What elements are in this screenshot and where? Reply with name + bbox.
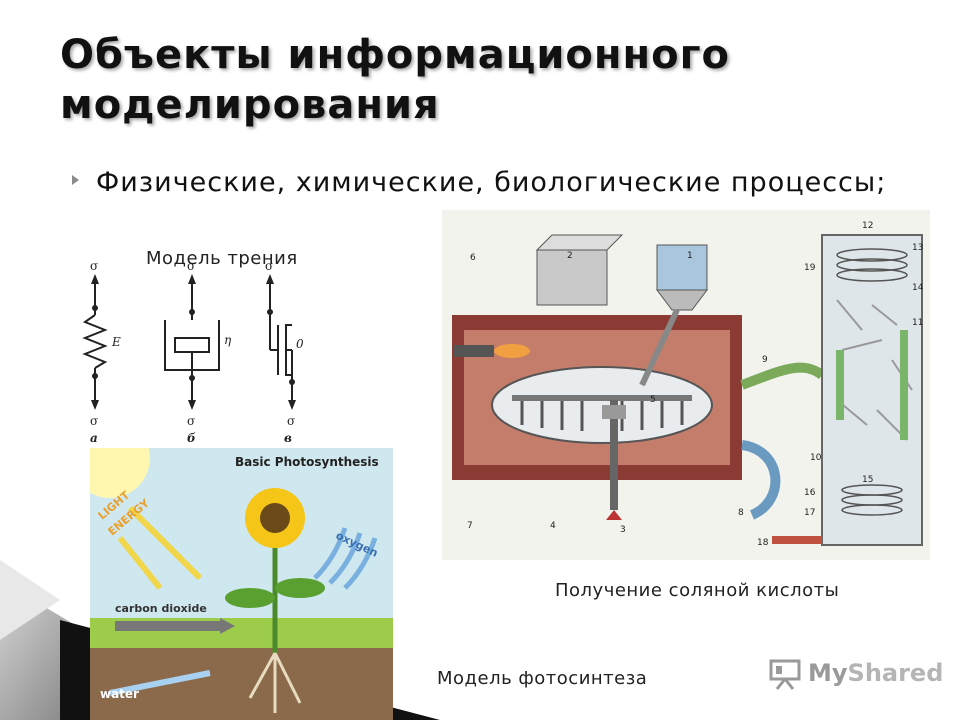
callout-12: 12: [862, 221, 873, 231]
callout-13: 13: [912, 243, 923, 253]
caption-acid-production: Получение соляной кислоты: [555, 580, 840, 601]
callout-17: 17: [804, 508, 815, 518]
photo-header: Basic Photosynthesis: [235, 455, 379, 469]
sigma-bottom-c: σ: [287, 414, 295, 428]
callout-6: 6: [470, 253, 476, 263]
bullet-text: Физические, химические, биологические пр…: [96, 167, 887, 198]
triangle-bullet-icon: [72, 175, 79, 185]
callout-15: 15: [862, 475, 873, 485]
callout-14: 14: [912, 283, 924, 293]
callout-9: 9: [762, 355, 768, 365]
bullet-item: Физические, химические, биологические пр…: [72, 165, 892, 201]
callout-16: 16: [804, 488, 816, 498]
logo-text: MyShared: [808, 659, 943, 687]
damper-param: η: [224, 333, 232, 347]
sigma-top-c: σ: [265, 260, 273, 273]
sigma-bottom-b: σ: [187, 414, 195, 428]
callout-2: 2: [567, 251, 573, 261]
caption-friction-model: Модель трения: [146, 248, 298, 269]
spring-param: E: [111, 335, 121, 349]
callout-3: 3: [620, 525, 626, 535]
label-c: в: [284, 431, 292, 445]
presentation-icon: [769, 659, 801, 690]
caption-photosynthesis: Модель фотосинтеза: [437, 668, 648, 689]
callout-1: 1: [687, 251, 693, 261]
acid-production-diagram: 12 13 14 19 11 9 10 15 16 17 18 8 6 2 1 …: [442, 210, 930, 560]
callout-7: 7: [467, 521, 473, 531]
photosynthesis-figure: Basic Photosynthesis LIGHT ENERGY oxygen…: [90, 448, 393, 720]
friction-model-figure: σ σ σ σ σ σ E η 0 а б в: [82, 260, 304, 445]
carbon-dioxide-label: carbon dioxide: [115, 602, 207, 615]
callout-18: 18: [757, 538, 769, 548]
logo-my: My: [808, 659, 848, 687]
sigma-top-b: σ: [187, 260, 195, 273]
slide-title: Объекты информационного моделирования: [60, 32, 730, 128]
sigma-bottom-a: σ: [90, 414, 98, 428]
callout-4: 4: [550, 521, 556, 531]
water-label: water: [100, 687, 139, 701]
callout-8: 8: [738, 508, 744, 518]
callout-10: 10: [810, 453, 822, 463]
logo-shared: Shared: [847, 659, 944, 687]
label-b: б: [187, 431, 196, 445]
callout-19: 19: [804, 263, 816, 273]
myshared-logo: MyShared: [768, 655, 943, 695]
sigma-top-a: σ: [90, 260, 98, 273]
callout-5: 5: [650, 395, 656, 405]
slider-param: 0: [296, 337, 304, 351]
callout-11: 11: [912, 318, 923, 328]
label-a: а: [90, 431, 98, 445]
